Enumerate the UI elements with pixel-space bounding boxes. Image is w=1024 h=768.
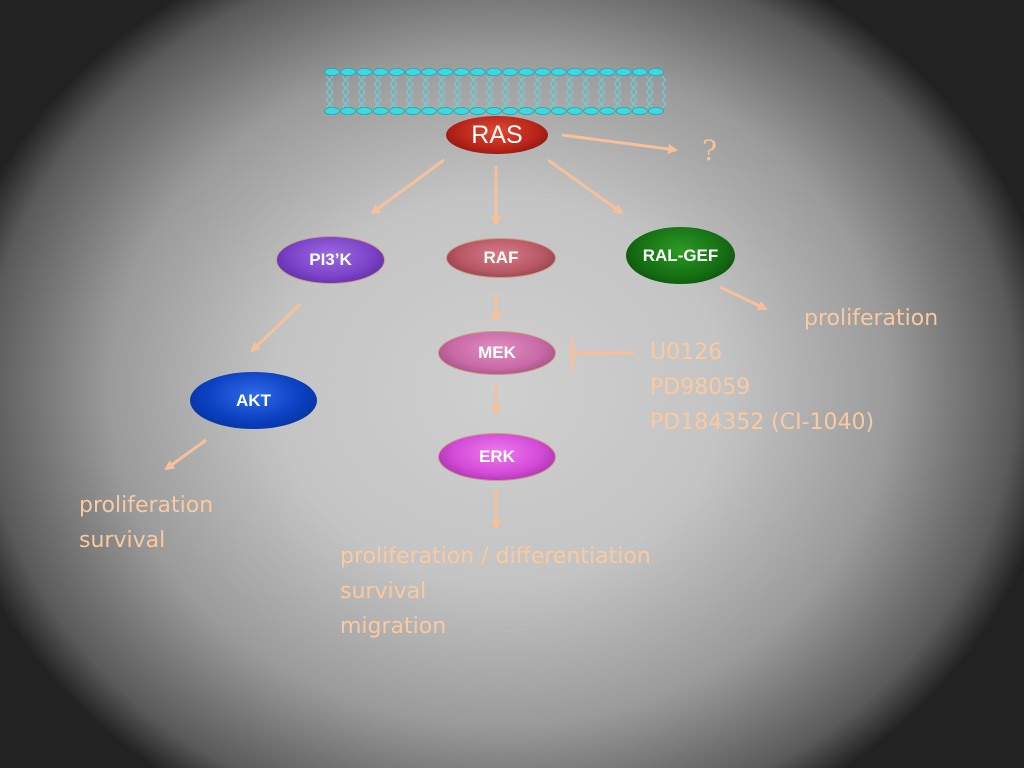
lipid-head bbox=[567, 107, 583, 116]
node-erk: ERK bbox=[438, 433, 556, 481]
lipid-head bbox=[502, 107, 519, 116]
lipid-head bbox=[453, 107, 470, 116]
outcome-text: migration bbox=[340, 614, 447, 639]
outcome-text: proliferation bbox=[79, 493, 214, 518]
lipid-head bbox=[388, 68, 405, 77]
lipid-head bbox=[486, 68, 502, 77]
lipid-head bbox=[615, 107, 632, 116]
node-pi3k: PI3’K bbox=[276, 236, 385, 284]
lipid-head bbox=[550, 107, 567, 116]
arrow-ral-gef-to-outcome bbox=[719, 285, 768, 311]
arrow-akt-to-outcome bbox=[164, 438, 207, 471]
lipid-head bbox=[534, 107, 551, 116]
lipid-head bbox=[567, 68, 583, 77]
lipid-head bbox=[631, 107, 648, 116]
inhibitor-name: PD184352 (CI-1040) bbox=[650, 410, 875, 435]
arrow-ras-to-ral-gef bbox=[547, 158, 624, 215]
inhibitor-name: U0126 bbox=[650, 340, 723, 365]
lipid-head bbox=[372, 68, 389, 77]
node-mek: MEK bbox=[438, 331, 556, 375]
arrow-ras-to-unknown bbox=[561, 133, 678, 154]
lipid-head bbox=[340, 68, 357, 77]
outcome-text: survival bbox=[340, 579, 427, 604]
lipid-head bbox=[469, 107, 486, 116]
lipid-head bbox=[648, 107, 664, 116]
unknown-effector-mark: ? bbox=[702, 134, 718, 167]
arrow-pi3k-to-akt bbox=[250, 302, 302, 353]
lipid-head bbox=[340, 107, 357, 116]
outcome-text: proliferation bbox=[804, 306, 939, 331]
lipid-head bbox=[518, 68, 535, 77]
lipid-head bbox=[615, 68, 632, 77]
node-akt: AKT bbox=[190, 372, 317, 429]
mek-inhibitor-list: U0126 PD98059 PD184352 (CI-1040) bbox=[650, 335, 874, 440]
lipid-head bbox=[631, 68, 648, 77]
lipid-head bbox=[534, 68, 551, 77]
node-ras: RAS bbox=[446, 116, 548, 154]
lipid-head bbox=[372, 107, 389, 116]
erk-outcomes: proliferation / differentiation survival… bbox=[340, 539, 651, 644]
lipid-head bbox=[599, 107, 616, 116]
lipid-head bbox=[583, 107, 600, 116]
lipid-head bbox=[453, 68, 470, 77]
lipid-head bbox=[388, 107, 405, 116]
node-raf: RAF bbox=[446, 238, 556, 278]
lipid-head bbox=[486, 107, 502, 116]
lipid-head bbox=[437, 107, 454, 116]
lipid-head bbox=[599, 68, 616, 77]
ral-gef-outcomes: proliferation bbox=[804, 301, 938, 336]
outcome-text: survival bbox=[79, 528, 166, 553]
lipid-head bbox=[502, 68, 519, 77]
lipid-head bbox=[421, 68, 438, 77]
lipid-head bbox=[550, 68, 567, 77]
lipid-head bbox=[324, 68, 340, 77]
inhibition-bar-mek bbox=[570, 338, 634, 370]
lipid-head bbox=[437, 68, 454, 77]
lipid-head bbox=[648, 68, 664, 77]
outcome-text: proliferation / differentiation bbox=[340, 544, 651, 569]
lipid-head bbox=[356, 68, 373, 77]
lipid-head bbox=[324, 107, 340, 116]
lipid-head bbox=[356, 107, 373, 116]
akt-outcomes: proliferation survival bbox=[79, 488, 213, 558]
lipid-head bbox=[583, 68, 600, 77]
lipid-head bbox=[405, 107, 421, 116]
inhibitor-name: PD98059 bbox=[650, 375, 751, 400]
node-ral-gef: RAL-GEF bbox=[626, 227, 735, 284]
lipid-head bbox=[421, 107, 438, 116]
lipid-head bbox=[518, 107, 535, 116]
lipid-head bbox=[469, 68, 486, 77]
lipid-head bbox=[405, 68, 421, 77]
arrow-ras-to-pi3k bbox=[370, 158, 445, 215]
